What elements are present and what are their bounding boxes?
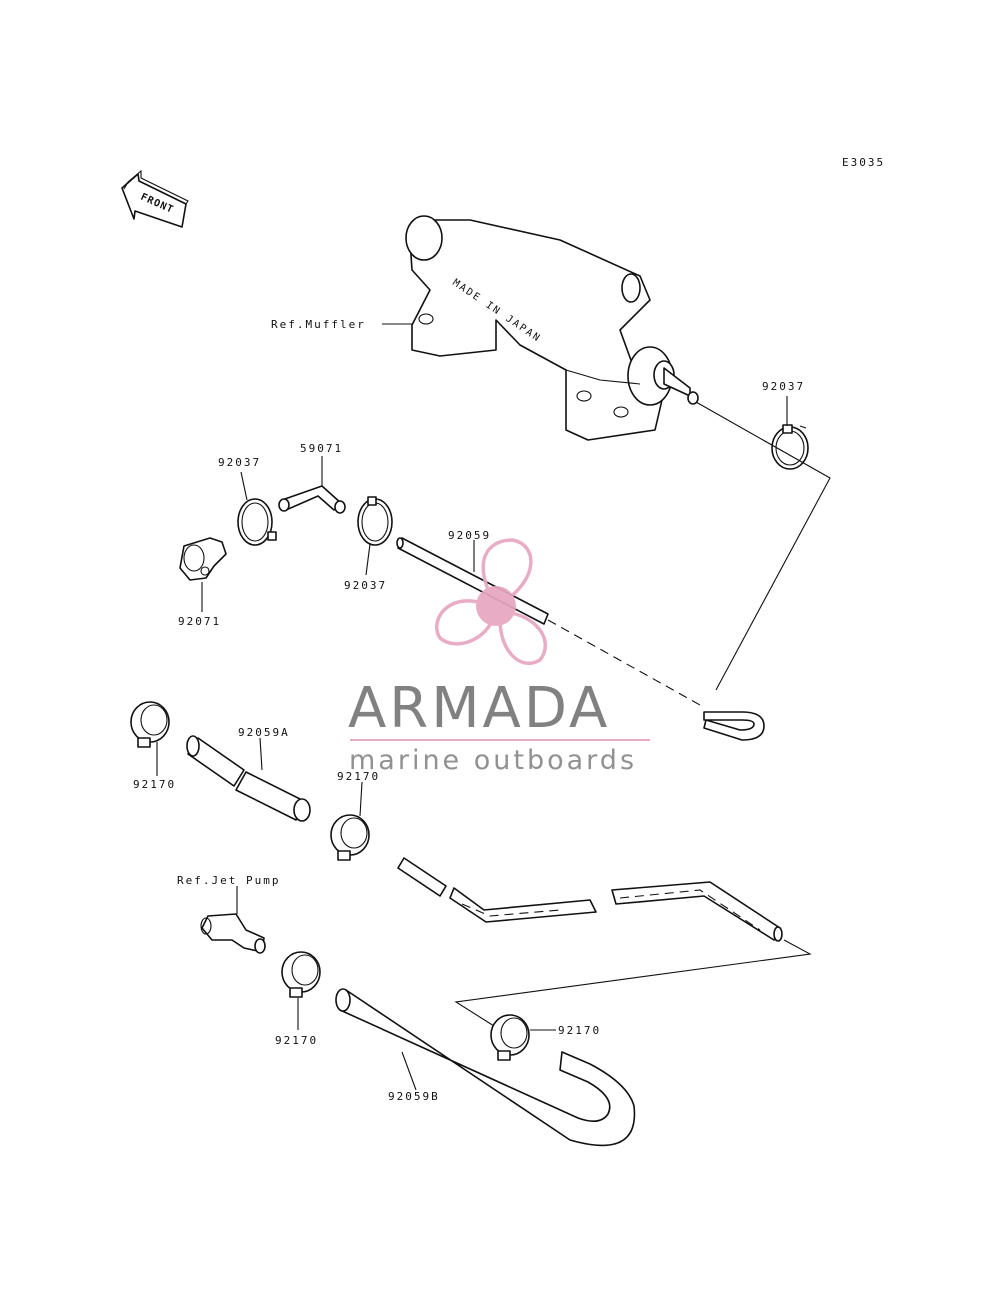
label-92059: 92059	[448, 529, 491, 542]
label-ref-muffler: Ref.Muffler	[271, 318, 366, 331]
clamp-92170-lower-right	[490, 1014, 530, 1061]
label-92071: 92071	[178, 615, 221, 628]
propeller-logo-icon	[435, 538, 547, 666]
label-92170-top-left: 92170	[133, 778, 176, 791]
clamp-92037-middle	[357, 496, 393, 546]
label-59071: 59071	[300, 442, 343, 455]
clamp-92170-middle	[330, 814, 370, 861]
label-92170-middle: 92170	[337, 770, 380, 783]
label-92037-left: 92037	[218, 456, 261, 469]
label-ref-jet-pump: Ref.Jet Pump	[177, 874, 280, 887]
watermark-tagline: marine outboards	[349, 745, 637, 776]
propeller-hub-icon	[476, 586, 516, 626]
jet-pump-fitting	[200, 913, 266, 954]
front-arrow-icon: FRONT	[121, 169, 189, 228]
clamp-92170-lower-left	[281, 951, 321, 998]
clamp-92037-left	[237, 498, 277, 546]
cap-92071	[179, 537, 227, 581]
diagram-code: E3035	[842, 156, 885, 169]
label-92170-lower-left: 92170	[275, 1034, 318, 1047]
hose-long-segments	[397, 857, 783, 942]
muffler: MADE IN JAPAN	[405, 215, 699, 441]
label-92037-middle: 92037	[344, 579, 387, 592]
label-92170-lower-right: 92170	[558, 1024, 601, 1037]
label-92059a: 92059A	[238, 726, 290, 739]
brand-watermark: ARMADA marine outboards	[348, 538, 650, 776]
elbow-fitting-59071	[278, 485, 346, 514]
watermark-brand: ARMADA	[348, 676, 610, 741]
label-92059b: 92059B	[388, 1090, 440, 1103]
label-92037-right: 92037	[762, 380, 805, 393]
hose-92059b	[335, 988, 636, 1147]
hose-92059a	[186, 735, 311, 822]
clamp-92170-top-left	[130, 701, 170, 748]
